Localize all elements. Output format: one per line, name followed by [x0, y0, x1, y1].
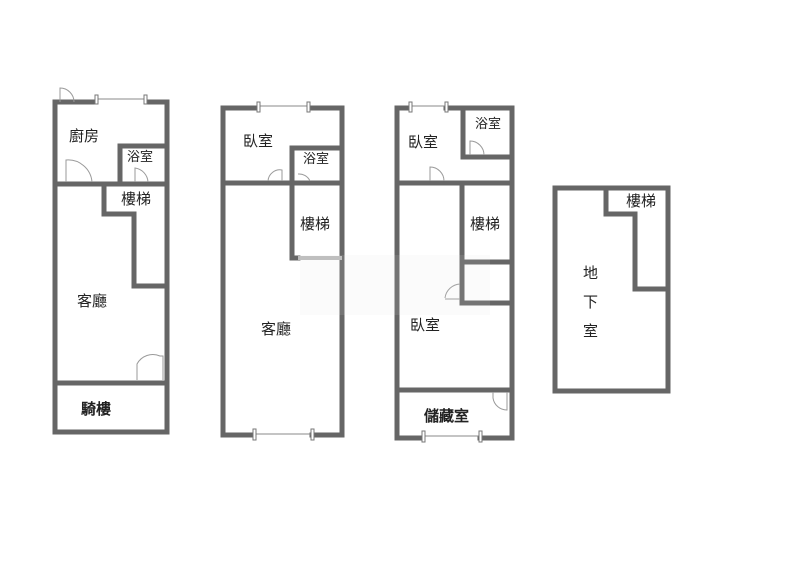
- floor-3-plan: [394, 101, 515, 443]
- watermark: [300, 255, 490, 315]
- room-label-bathroom: 浴室: [303, 152, 330, 167]
- room-label-living-room: 客廳: [261, 320, 292, 338]
- room-label-basement: 地下室: [581, 265, 599, 352]
- room-label-bedroom-bottom: 臥室: [410, 316, 441, 334]
- room-label-bathroom: 浴室: [127, 150, 154, 165]
- room-label-bedroom-top: 臥室: [408, 133, 439, 151]
- room-label-bedroom: 臥室: [243, 132, 274, 150]
- room-label-storage: 儲藏室: [424, 407, 470, 425]
- room-label-stairs: 樓梯: [470, 215, 501, 233]
- room-label-arcade: 騎樓: [81, 400, 112, 418]
- floor-1-plan: [52, 87, 170, 435]
- room-label-stairs: 樓梯: [121, 190, 152, 208]
- room-label-bathroom: 浴室: [475, 117, 502, 132]
- room-label-stairs: 樓梯: [626, 192, 657, 210]
- room-label-living-room: 客廳: [77, 292, 108, 310]
- floor-2-plan: [220, 101, 345, 441]
- room-label-stairs: 樓梯: [300, 215, 331, 233]
- room-label-kitchen: 廚房: [69, 127, 100, 145]
- basement-plan: [552, 185, 671, 394]
